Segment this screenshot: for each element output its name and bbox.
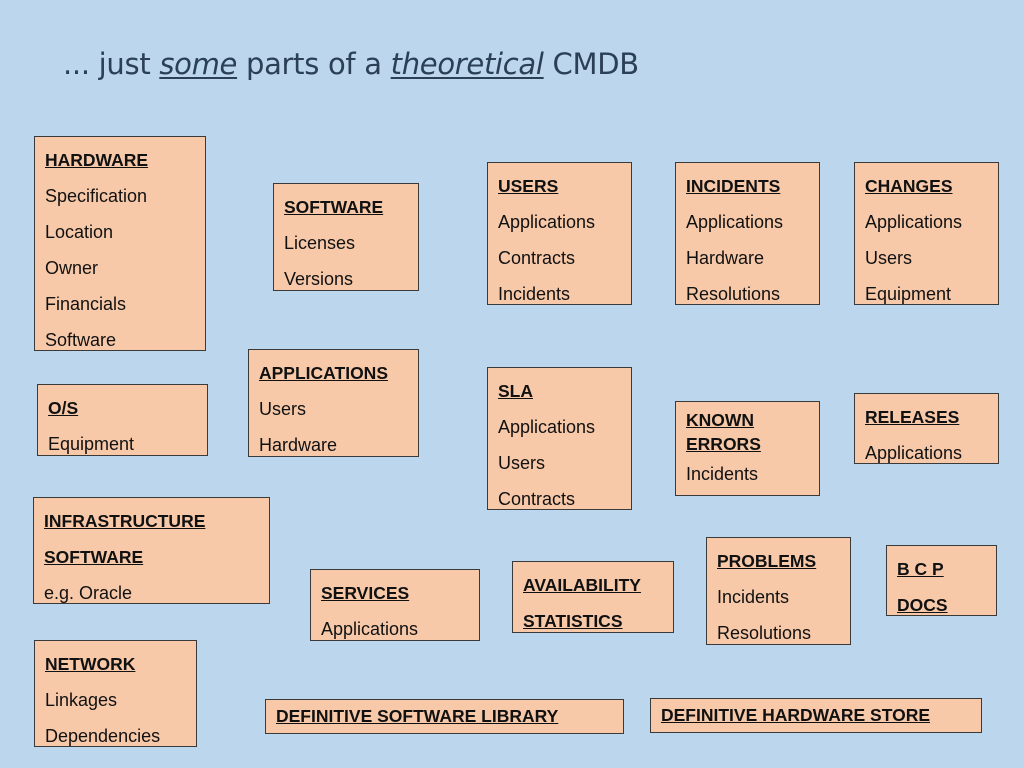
box-heading: SOFTWARE — [284, 197, 384, 217]
box-item: Equipment — [48, 434, 135, 454]
box-item: Dependencies — [45, 726, 161, 746]
incidents-box: INCIDENTS Applications Hardware Resoluti… — [675, 162, 820, 305]
title-middle: parts of a — [237, 47, 391, 81]
definitive-software-library-box: DEFINITIVE SOFTWARE LIBRARY — [265, 699, 624, 734]
box-heading: CHANGES — [865, 176, 953, 196]
box-item: Linkages — [45, 690, 118, 710]
box-heading-line2: ERRORS — [686, 434, 761, 454]
box-item: Location — [45, 222, 114, 242]
infrastructure-software-box: INFRASTRUCTURE SOFTWARE e.g. Oracle — [33, 497, 270, 604]
box-item: Applications — [865, 443, 963, 463]
box-item: Applications — [865, 212, 963, 232]
known-errors-box: KNOWN ERRORS Incidents — [675, 401, 820, 496]
title-emphasis-theoretical: theoretical — [390, 47, 544, 81]
box-heading-line2: SOFTWARE — [44, 547, 144, 567]
box-item: Licenses — [284, 233, 356, 253]
box-heading: HARDWARE — [45, 150, 149, 170]
box-item: Hardware — [259, 435, 338, 455]
title-emphasis-some: some — [159, 47, 238, 81]
box-item: Applications — [321, 619, 419, 639]
box-item: Hardware — [686, 248, 765, 268]
applications-box: APPLICATIONS Users Hardware — [248, 349, 419, 457]
box-item: Owner — [45, 258, 99, 278]
box-heading: NETWORK — [45, 654, 136, 674]
box-item: Contracts — [498, 248, 576, 268]
title-prefix: ... just — [63, 47, 160, 81]
box-heading: APPLICATIONS — [259, 363, 388, 383]
os-box: O/S Equipment — [37, 384, 208, 456]
box-heading: SERVICES — [321, 583, 410, 603]
sla-box: SLA Applications Users Contracts — [487, 367, 632, 510]
box-heading-line2: STATISTICS — [523, 611, 623, 631]
box-heading-line1: INFRASTRUCTURE — [44, 511, 206, 531]
box-item: Incidents — [498, 284, 571, 304]
box-item: Users — [865, 248, 913, 268]
box-item: Incidents — [717, 587, 790, 607]
network-box: NETWORK Linkages Dependencies — [34, 640, 197, 747]
box-heading: PROBLEMS — [717, 551, 817, 571]
box-heading-line2: DOCS — [897, 595, 948, 615]
box-item: Resolutions — [686, 284, 781, 304]
box-heading: O/S — [48, 398, 79, 418]
box-item: Financials — [45, 294, 127, 314]
box-item: Specification — [45, 186, 148, 206]
software-box: SOFTWARE Licenses Versions — [273, 183, 419, 291]
box-heading-line1: AVAILABILITY — [523, 575, 641, 595]
box-item: Users — [259, 399, 307, 419]
box-item: Resolutions — [717, 623, 812, 643]
definitive-hardware-store-box: DEFINITIVE HARDWARE STORE — [650, 698, 982, 733]
box-item: Users — [498, 453, 546, 473]
box-heading: DEFINITIVE HARDWARE STORE — [661, 705, 931, 725]
slide-title: ... just some parts of a theoretical CMD… — [63, 47, 639, 81]
services-box: SERVICES Applications — [310, 569, 480, 641]
box-heading: DEFINITIVE SOFTWARE LIBRARY — [276, 706, 559, 726]
bcp-docs-box: B C P DOCS — [886, 545, 997, 616]
box-item: Contracts — [498, 489, 576, 509]
box-heading: RELEASES — [865, 407, 960, 427]
box-item: Applications — [498, 212, 596, 232]
box-heading-line1: KNOWN — [686, 410, 755, 430]
hardware-box: HARDWARE Specification Location Owner Fi… — [34, 136, 206, 351]
box-heading: INCIDENTS — [686, 176, 781, 196]
box-item: Software — [45, 330, 117, 350]
box-item: Versions — [284, 269, 354, 289]
changes-box: CHANGES Applications Users Equipment — [854, 162, 999, 305]
problems-box: PROBLEMS Incidents Resolutions — [706, 537, 851, 645]
box-heading-line1: B C P — [897, 559, 944, 579]
box-item: Equipment — [865, 284, 952, 304]
title-suffix: CMDB — [543, 47, 640, 81]
box-item: Applications — [498, 417, 596, 437]
box-heading: SLA — [498, 381, 533, 401]
box-item: Incidents — [686, 464, 759, 484]
box-item: e.g. Oracle — [44, 583, 133, 603]
box-heading: USERS — [498, 176, 559, 196]
releases-box: RELEASES Applications — [854, 393, 999, 464]
users-box: USERS Applications Contracts Incidents — [487, 162, 632, 305]
box-item: Applications — [686, 212, 784, 232]
availability-statistics-box: AVAILABILITY STATISTICS — [512, 561, 674, 633]
